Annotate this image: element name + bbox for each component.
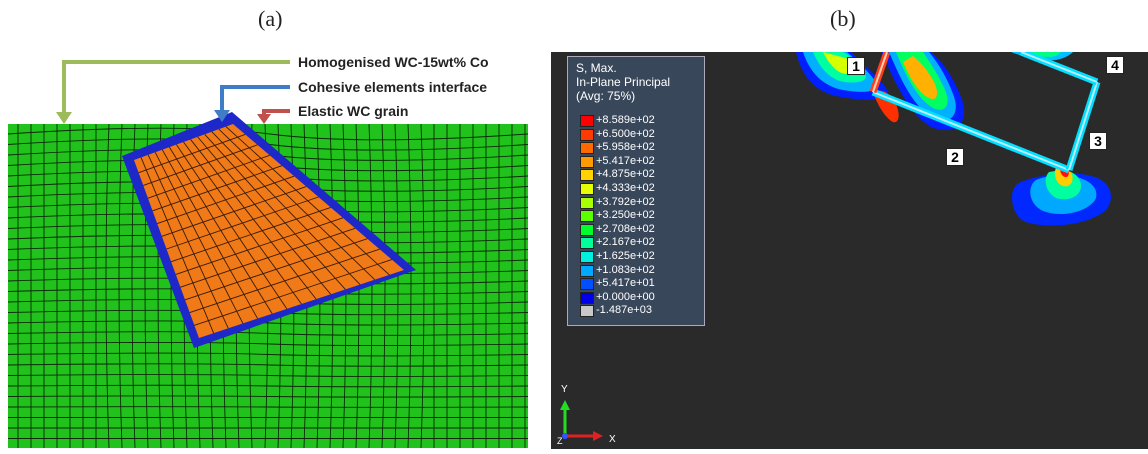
- stress-contour-plot: Y X Z: [557, 52, 1111, 446]
- cohesive-arrow: [214, 85, 290, 122]
- legend-value: +1.625e+02: [596, 250, 655, 262]
- legend-entry: +5.958e+02: [576, 141, 702, 155]
- marker-1: 1: [847, 57, 865, 75]
- legend-value: +1.083e+02: [596, 263, 655, 276]
- legend-entry: +1.625e+02: [576, 250, 702, 263]
- stress-legend: S, Max. In-Plane Principal (Avg: 75%) +8…: [567, 56, 705, 326]
- legend-swatch: [580, 237, 594, 250]
- legend-swatch: [580, 223, 594, 236]
- legend-title-line2: In-Plane Principal: [576, 75, 671, 89]
- legend-swatch: [580, 155, 594, 168]
- legend-entry: -1.487e+03: [576, 304, 702, 318]
- legend-entry: +2.167e+02: [576, 236, 702, 250]
- legend-entry: +3.250e+02: [576, 209, 702, 223]
- stress-contour-region-3: [1011, 166, 1111, 226]
- legend-value: +5.417e+01: [596, 277, 655, 290]
- legend-swatch: [580, 142, 594, 155]
- axis-triad: Y X Z: [557, 384, 616, 446]
- marker-3: 3: [1089, 132, 1107, 150]
- grain-mesh-grid: [138, 126, 392, 334]
- legend-swatch: [580, 115, 594, 127]
- legend-entry: +2.708e+02: [576, 222, 702, 236]
- axis-y-label: Y: [561, 384, 568, 395]
- legend-swatch: [580, 305, 594, 318]
- elastic-label: Elastic WC grain: [298, 103, 408, 119]
- legend-swatch: [580, 128, 594, 141]
- legend-swatch: [580, 169, 594, 182]
- legend-value: +0.000e+00: [596, 290, 655, 303]
- legend-entry: +4.875e+02: [576, 168, 702, 182]
- stress-contour-panel: Y X Z 1 2 3 4 S, Max. In-Plane Principal…: [551, 52, 1148, 449]
- legend-value: +4.875e+02: [596, 168, 655, 181]
- marker-4: 4: [1106, 56, 1124, 74]
- legend-value: +5.417e+02: [596, 154, 655, 167]
- legend-value: +6.500e+02: [596, 127, 655, 140]
- legend-value: +5.958e+02: [596, 141, 655, 154]
- legend-entry: +3.792e+02: [576, 195, 702, 209]
- legend-title-line1: S, Max.: [576, 61, 617, 75]
- grain-interface-outline: [869, 52, 1101, 174]
- marker-2: 2: [946, 148, 964, 166]
- legend-swatch: [580, 264, 594, 277]
- legend-entry: +6.500e+02: [576, 127, 702, 141]
- axis-z-label: Z: [557, 436, 563, 446]
- legend-value: +2.167e+02: [596, 236, 655, 249]
- legend-entry: +1.083e+02: [576, 263, 702, 277]
- axis-x-label: X: [609, 434, 616, 445]
- legend-entry: +4.333e+02: [576, 182, 702, 195]
- legend-swatch: [580, 278, 594, 291]
- legend-value: -1.487e+03: [596, 304, 652, 317]
- legend-swatch: [580, 291, 594, 304]
- legend-swatch: [580, 183, 594, 195]
- legend-value: +8.589e+02: [596, 114, 655, 126]
- legend-entry: +8.589e+02: [576, 114, 702, 127]
- homogenised-label: Homogenised WC-15wt% Co: [298, 54, 489, 70]
- legend-value: +2.708e+02: [596, 222, 655, 235]
- legend-title-line3: (Avg: 75%): [576, 89, 636, 103]
- legend-entry: +5.417e+01: [576, 277, 702, 291]
- legend-entry: +0.000e+00: [576, 290, 702, 304]
- stress-contour-region-2: [873, 52, 965, 131]
- mesh-diagram: Homogenised WC-15wt% Co Cohesive element…: [7, 54, 529, 449]
- homogenised-arrow: [56, 60, 290, 124]
- elastic-arrow: [257, 109, 290, 124]
- elastic-wc-grain: [134, 124, 404, 338]
- panel-a-label: (a): [258, 6, 283, 31]
- panel-b-label: (b): [830, 6, 856, 31]
- legend-value: +4.333e+02: [596, 182, 655, 194]
- cohesive-label: Cohesive elements interface: [298, 79, 487, 95]
- legend-entry: +5.417e+02: [576, 154, 702, 168]
- legend-swatch: [580, 196, 594, 209]
- legend-value: +3.250e+02: [596, 209, 655, 222]
- legend-swatch: [580, 251, 594, 263]
- legend-value: +3.792e+02: [596, 195, 655, 208]
- legend-swatch: [580, 210, 594, 223]
- mesh-diagram-panel: Homogenised WC-15wt% Co Cohesive element…: [0, 0, 540, 449]
